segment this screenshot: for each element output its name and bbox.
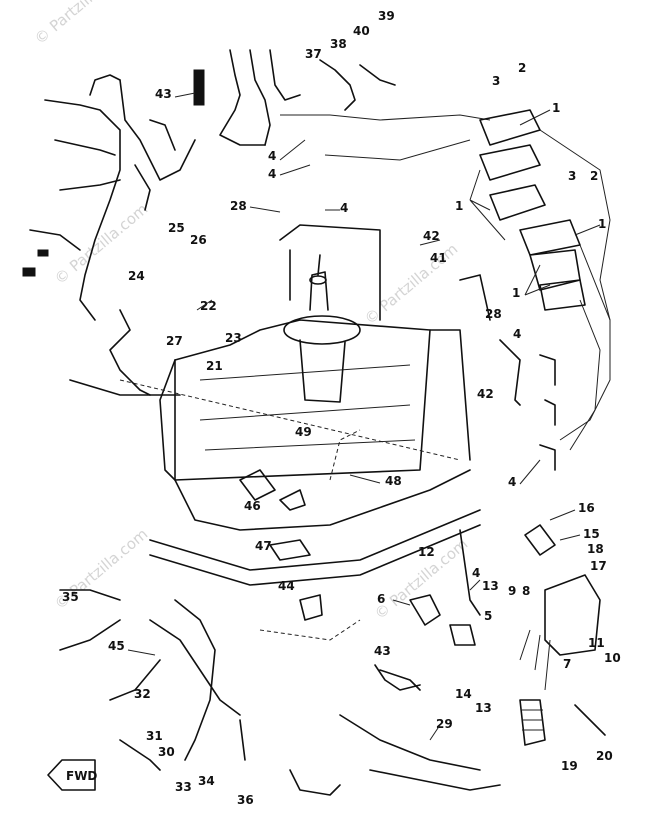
part-label-15: 15 bbox=[583, 527, 600, 541]
part-label-8: 8 bbox=[522, 584, 530, 598]
watermark-1: © Partzilla.com bbox=[31, 0, 131, 48]
part-label-45: 45 bbox=[108, 639, 125, 653]
part-label-1-mid: 1 bbox=[455, 199, 463, 213]
part-label-4-b: 4 bbox=[268, 167, 276, 181]
part-label-47: 47 bbox=[255, 539, 272, 553]
part-label-1-right: 1 bbox=[598, 217, 606, 231]
part-label-32: 32 bbox=[134, 687, 151, 701]
part-label-29: 29 bbox=[436, 717, 453, 731]
part-label-3-right: 3 bbox=[568, 169, 576, 183]
part-label-7: 7 bbox=[563, 657, 571, 671]
bracket-plate bbox=[119, 379, 481, 586]
part-label-31: 31 bbox=[146, 729, 163, 743]
part-label-2-right: 2 bbox=[590, 169, 598, 183]
part-label-34: 34 bbox=[198, 774, 215, 788]
part-label-5: 5 bbox=[484, 609, 492, 623]
leader-lines bbox=[127, 92, 601, 741]
part-label-21: 21 bbox=[206, 359, 223, 373]
part-label-4-d: 4 bbox=[513, 327, 521, 341]
part-label-9: 9 bbox=[508, 584, 516, 598]
part-label-4-f: 4 bbox=[472, 566, 480, 580]
harness-lower bbox=[59, 589, 501, 796]
part-label-14: 14 bbox=[455, 687, 472, 701]
part-label-36: 36 bbox=[237, 793, 254, 807]
part-label-48: 48 bbox=[385, 474, 402, 488]
fwd-arrow: FWD bbox=[47, 759, 97, 791]
part-label-40: 40 bbox=[353, 24, 370, 38]
part-label-1-low: 1 bbox=[512, 286, 520, 300]
part-label-20: 20 bbox=[596, 749, 613, 763]
center-bottom-parts bbox=[239, 469, 481, 691]
part-label-4-e: 4 bbox=[508, 475, 516, 489]
part-label-27: 27 bbox=[166, 334, 183, 348]
distributor bbox=[283, 254, 361, 403]
part-label-33: 33 bbox=[175, 780, 192, 794]
ignition-coils-right bbox=[479, 109, 611, 451]
part-label-25: 25 bbox=[168, 221, 185, 235]
part-label-26: 26 bbox=[190, 233, 207, 247]
part-label-2-top: 2 bbox=[518, 61, 526, 75]
part-label-10: 10 bbox=[604, 651, 621, 665]
part-label-22: 22 bbox=[200, 299, 217, 313]
part-labels: 39 40 38 37 43 3 2 1 4 4 28 4 3 2 1 1 25… bbox=[62, 9, 621, 807]
part-label-28-left: 28 bbox=[230, 199, 247, 213]
part-label-1-top: 1 bbox=[552, 101, 560, 115]
part-label-28-right: 28 bbox=[485, 307, 502, 321]
part-label-13-bottom: 13 bbox=[475, 701, 492, 715]
part-label-23: 23 bbox=[225, 331, 242, 345]
part-label-44: 44 bbox=[278, 579, 295, 593]
part-label-42-top: 42 bbox=[423, 229, 440, 243]
engine-block bbox=[159, 224, 491, 531]
part-label-46: 46 bbox=[244, 499, 261, 513]
part-label-30: 30 bbox=[158, 745, 175, 759]
part-label-17: 17 bbox=[590, 559, 607, 573]
part-label-13-top: 13 bbox=[482, 579, 499, 593]
part-label-35: 35 bbox=[62, 590, 79, 604]
part-label-37: 37 bbox=[305, 47, 322, 61]
part-label-43-top: 43 bbox=[155, 87, 172, 101]
part-label-4-c: 4 bbox=[340, 201, 348, 215]
part-label-42-right: 42 bbox=[477, 387, 494, 401]
part-label-19: 19 bbox=[561, 759, 578, 773]
part-label-49: 49 bbox=[295, 425, 312, 439]
fwd-label: FWD bbox=[66, 769, 97, 783]
part-label-4-a: 4 bbox=[268, 149, 276, 163]
part-label-18: 18 bbox=[587, 542, 604, 556]
part-label-43-bottom: 43 bbox=[374, 644, 391, 658]
part-label-38: 38 bbox=[330, 37, 347, 51]
harness-top-left bbox=[22, 74, 196, 396]
part-label-11: 11 bbox=[588, 636, 605, 650]
rectifier-unit bbox=[519, 524, 606, 746]
part-label-41: 41 bbox=[430, 251, 447, 265]
part-label-6: 6 bbox=[377, 592, 385, 606]
spark-plug-caps bbox=[499, 339, 556, 471]
part-label-3-top: 3 bbox=[492, 74, 500, 88]
part-label-39: 39 bbox=[378, 9, 395, 23]
part-label-16: 16 bbox=[578, 501, 595, 515]
part-label-24: 24 bbox=[128, 269, 145, 283]
part-label-12: 12 bbox=[418, 545, 435, 559]
harness-top-center bbox=[193, 49, 491, 161]
